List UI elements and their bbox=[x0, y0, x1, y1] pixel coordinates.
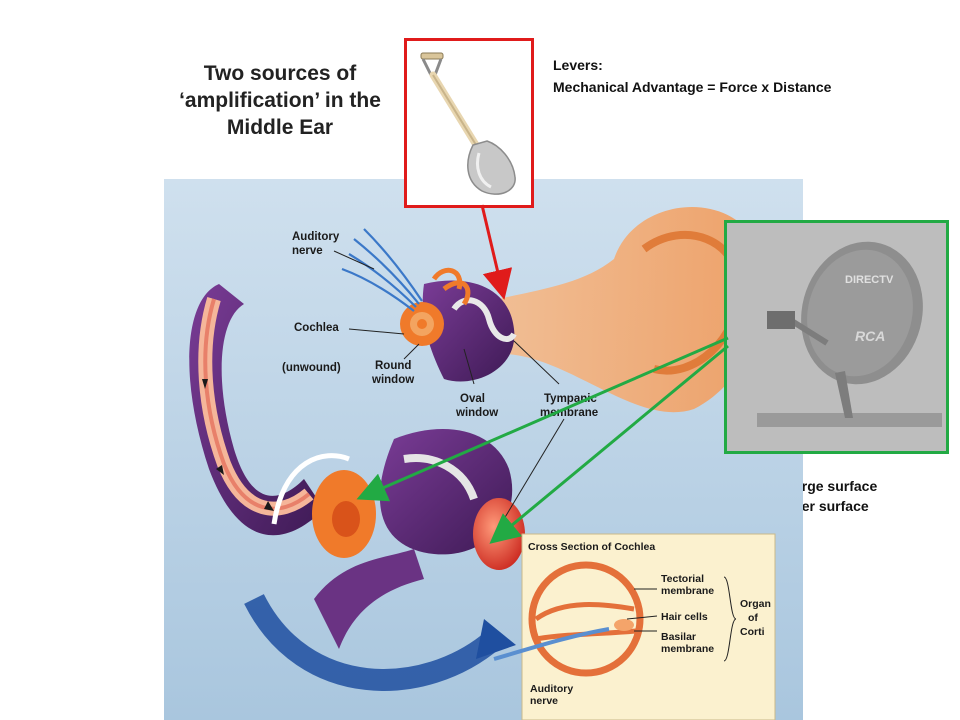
tectorial-label-2: membrane bbox=[661, 585, 714, 597]
tectorial-label-1: Tectorial bbox=[661, 573, 704, 585]
green-arrow-to-oval-window bbox=[356, 336, 729, 502]
oval-window-label-1: Oval bbox=[460, 393, 485, 405]
basilar-label-2: membrane bbox=[661, 643, 714, 655]
slide-title: Two sources of ‘amplification’ in the Mi… bbox=[160, 60, 400, 141]
green-arrow-to-tympanic bbox=[489, 344, 729, 544]
cross-section-title: Cross Section of Cochlea bbox=[528, 541, 655, 553]
red-arrow-to-ossicles bbox=[480, 204, 513, 300]
organ-label-1: Organ bbox=[740, 598, 771, 610]
hair-cells-label: Hair cells bbox=[661, 611, 708, 623]
satellite-dish-image-frame: DIRECTV RCA bbox=[724, 220, 949, 454]
inset-nerve-label-2: nerve bbox=[530, 695, 558, 707]
satellite-dish-icon: DIRECTV RCA bbox=[727, 223, 946, 451]
tympanic-label-2: membrane bbox=[540, 407, 598, 419]
auditory-nerve-label-1: Auditory bbox=[292, 231, 340, 243]
levers-formula: Mechanical Advantage = Force x Distance bbox=[553, 79, 832, 95]
oval-window-label-2: window bbox=[455, 407, 498, 419]
levers-heading: Levers: bbox=[553, 57, 603, 73]
dish-brand-text: DIRECTV bbox=[845, 274, 894, 286]
dish-maker-text: RCA bbox=[855, 328, 885, 344]
round-window-label-2: window bbox=[371, 374, 414, 386]
shovel-image-frame bbox=[404, 38, 534, 208]
title-line-2: ‘amplification’ in the bbox=[179, 89, 381, 112]
levers-caption: Levers: Mechanical Advantage = Force x D… bbox=[553, 54, 831, 98]
auditory-nerve-label-2: nerve bbox=[292, 245, 323, 257]
shovel-icon bbox=[420, 52, 516, 195]
title-line-3: Middle Ear bbox=[226, 116, 334, 139]
round-window-label-1: Round bbox=[375, 360, 411, 372]
title-line-1: Two sources of bbox=[203, 62, 357, 85]
basilar-label-1: Basilar bbox=[661, 631, 696, 643]
unwound-label: (unwound) bbox=[282, 362, 341, 374]
inset-nerve-label-1: Auditory bbox=[530, 683, 573, 695]
cochlea-label: Cochlea bbox=[294, 322, 339, 334]
organ-label-3: Corti bbox=[740, 626, 765, 638]
ear-anatomy-illustration: Cross Section of Cochlea Tectorial membr… bbox=[164, 179, 803, 720]
organ-label-2: of bbox=[748, 612, 758, 624]
